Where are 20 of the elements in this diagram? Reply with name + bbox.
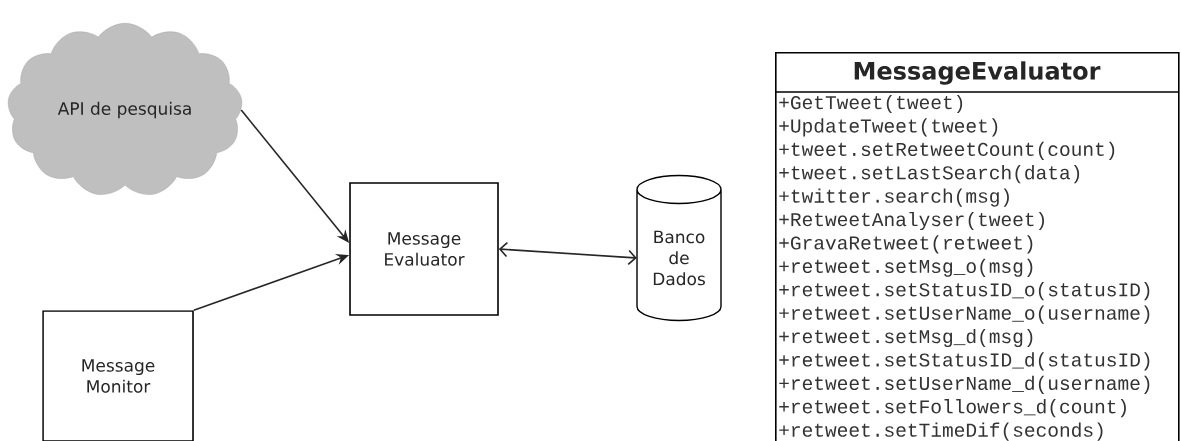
arrow bbox=[498, 241, 637, 266]
method-name: +retweet.setTimeDif(seconds) bbox=[779, 422, 1103, 441]
method-name: +RetweetAnalyser(tweet) bbox=[779, 211, 1044, 231]
process-box: Message Monitor bbox=[42, 310, 194, 441]
method-name: +retweet.setUserName_d(username) bbox=[779, 375, 1150, 394]
method-name: +tweet.setRetweetCount(count) bbox=[779, 141, 1115, 160]
method-name: +GravaRetweet(retweet) bbox=[779, 235, 1033, 254]
method-name: +GetTweet(tweet) bbox=[779, 94, 963, 114]
method-name: +twitter.search(msg) bbox=[779, 188, 1009, 207]
process-box: Message Evaluator bbox=[349, 182, 499, 316]
database-cylinder: Banco de Dados bbox=[636, 174, 722, 322]
class-name: MessageEvaluator bbox=[854, 61, 1101, 85]
method-name: +retweet.setFollowers_d(count) bbox=[779, 399, 1126, 418]
method-name: +retweet.setMsg_o(msg) bbox=[779, 258, 1033, 277]
method-name: +retweet.setStatusID_d(statusID) bbox=[779, 352, 1150, 371]
method-name: +retweet.setStatusID_o(statusID) bbox=[779, 282, 1150, 301]
method-name: +retweet.setUserName_o(username) bbox=[779, 305, 1150, 324]
method-name: +retweet.setMsg_d(msg) bbox=[779, 328, 1033, 348]
method-name: +UpdateTweet(tweet) bbox=[779, 118, 998, 137]
method-name: +tweet.setLastSearch(data) bbox=[779, 165, 1080, 184]
